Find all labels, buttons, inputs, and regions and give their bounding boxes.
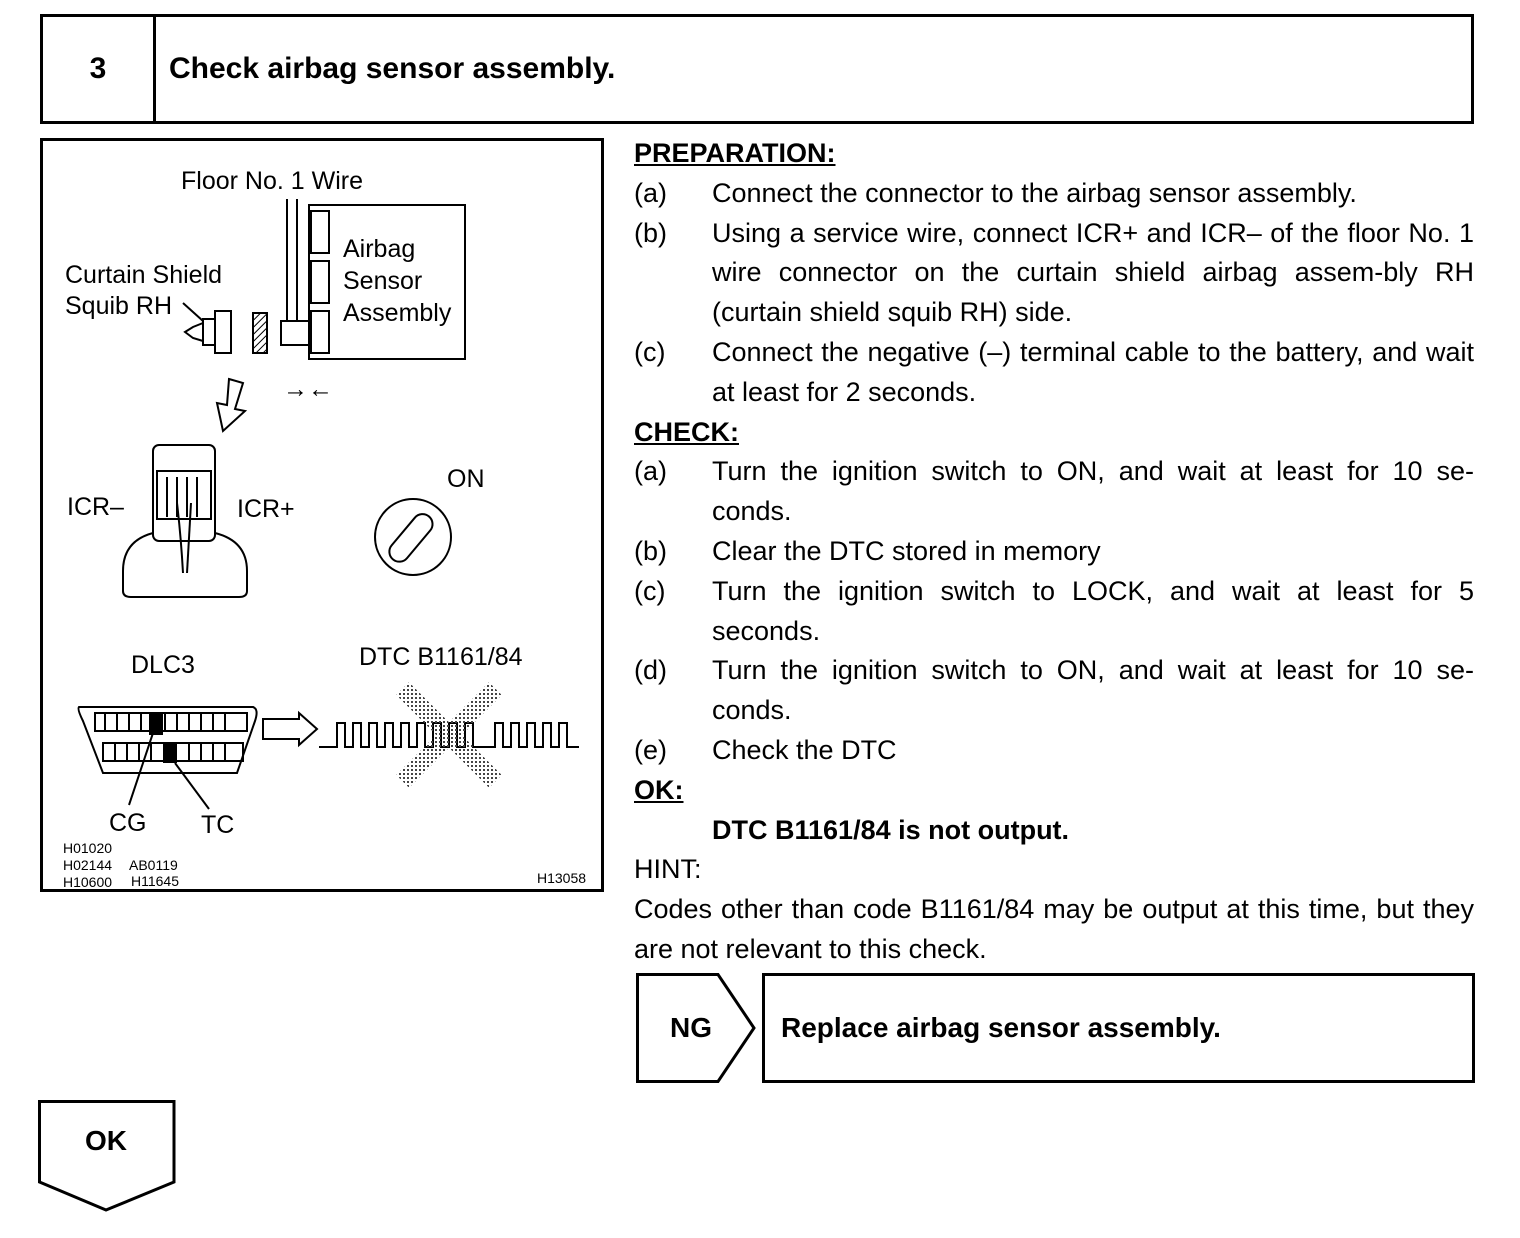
prep-item-text: Connect the connector to the airbag sens…	[712, 177, 1357, 208]
down-arrow-icon	[215, 377, 248, 433]
check-item-label: (d)	[634, 655, 667, 686]
cross-out-icon	[396, 682, 502, 788]
ok-heading: OK:	[634, 774, 684, 805]
service-wire-connector	[122, 444, 248, 598]
sensor-label-line1: Airbag	[343, 235, 416, 263]
dlc3-label: DLC3	[131, 651, 195, 679]
check-item-label: (c)	[634, 575, 666, 606]
check-item-text: Clear the DTC stored in memory	[712, 535, 1101, 566]
figure-ref-5: H11645	[131, 873, 180, 889]
squib-label-line1: Curtain Shield	[65, 261, 223, 289]
preparation-heading: PREPARATION:	[634, 138, 836, 168]
illustration-drawing	[77, 199, 579, 810]
sensor-label-line2: Sensor	[343, 267, 423, 295]
prep-item: (c) Connect the negative (–) terminal cab…	[634, 333, 1474, 413]
check-item-label: (b)	[634, 535, 667, 566]
hint-text: Codes other than code B1161/84 may be ou…	[634, 894, 1474, 964]
check-item-text: Check the DTC	[712, 734, 897, 765]
sensor-label-line3: Assembly	[343, 299, 452, 327]
tc-terminal	[163, 743, 177, 763]
ng-tab-shape	[636, 973, 756, 1083]
figure-ref-4: H10600	[63, 874, 113, 890]
check-item: (c) Turn the ignition switch to LOCK, and…	[634, 572, 1474, 652]
floor-wire-connector	[252, 199, 312, 354]
squib-label-line2: Squib RH	[65, 292, 172, 320]
check-item: (e) Check the DTC	[634, 731, 1474, 771]
connect-arrows-label: →←	[283, 375, 333, 403]
prep-item-text: Connect the negative (–) terminal cable …	[712, 336, 1474, 407]
ignition-switch-icon	[374, 498, 452, 576]
check-heading: CHECK:	[634, 416, 739, 447]
floor-wire-label: Floor No. 1 Wire	[181, 167, 363, 195]
check-item: (b) Clear the DTC stored in memory	[634, 532, 1474, 572]
figure-ref-2: H02144	[63, 857, 113, 873]
check-item-text: Turn the ignition switch to LOCK, and wa…	[712, 575, 1474, 646]
check-item-label: (e)	[634, 734, 667, 765]
check-item-label: (a)	[634, 456, 667, 487]
ignition-on-label: ON	[447, 465, 485, 493]
prep-item-label: (c)	[634, 336, 666, 367]
curtain-squib-connector	[182, 302, 232, 354]
cg-label: CG	[109, 809, 147, 837]
prep-item-label: (b)	[634, 217, 667, 248]
figure-ref-1: H01020	[63, 840, 113, 856]
ng-label: NG	[670, 1012, 712, 1043]
prep-item: (b) Using a service wire, connect ICR+ an…	[634, 214, 1474, 333]
prep-item-label: (a)	[634, 177, 667, 208]
right-arrow-icon	[262, 710, 319, 748]
ok-label: OK	[85, 1125, 127, 1156]
step-header: 3 Check airbag sensor assembly.	[40, 14, 1474, 124]
prep-item: (a) Connect the connector to the airbag s…	[634, 174, 1474, 214]
dtc-label: DTC B1161/84	[359, 643, 523, 671]
hint-heading: HINT:	[634, 854, 702, 885]
prep-item-text: Using a service wire, connect ICR+ and I…	[712, 217, 1474, 328]
illustration: Floor No. 1 Wire Airbag Sensor Assembly …	[40, 138, 604, 892]
step-title: Check airbag sensor assembly.	[169, 52, 616, 85]
ok-tab-shape	[38, 1100, 176, 1212]
icr-plus-label: ICR+	[237, 495, 295, 523]
ng-action: Replace airbag sensor assembly.	[781, 1012, 1221, 1043]
ok-criterion: DTC B1161/84 is not output.	[712, 814, 1070, 845]
check-item: (a) Turn the ignition switch to ON, and w…	[634, 452, 1474, 532]
check-item-text: Turn the ignition switch to ON, and wait…	[712, 655, 1474, 726]
figure-ref-3: AB0119	[129, 857, 178, 873]
check-item-text: Turn the ignition switch to ON, and wait…	[712, 456, 1474, 527]
step-number: 3	[43, 17, 156, 121]
procedure-text: PREPARATION: (a) Connect the connector to…	[634, 134, 1474, 970]
ng-action-box: Replace airbag sensor assembly.	[762, 973, 1475, 1083]
icr-minus-label: ICR–	[67, 493, 124, 521]
figure-ref-6: H13058	[537, 870, 587, 886]
check-item: (d) Turn the ignition switch to ON, and w…	[634, 651, 1474, 731]
tc-label: TC	[201, 811, 235, 839]
cg-terminal	[149, 713, 163, 735]
